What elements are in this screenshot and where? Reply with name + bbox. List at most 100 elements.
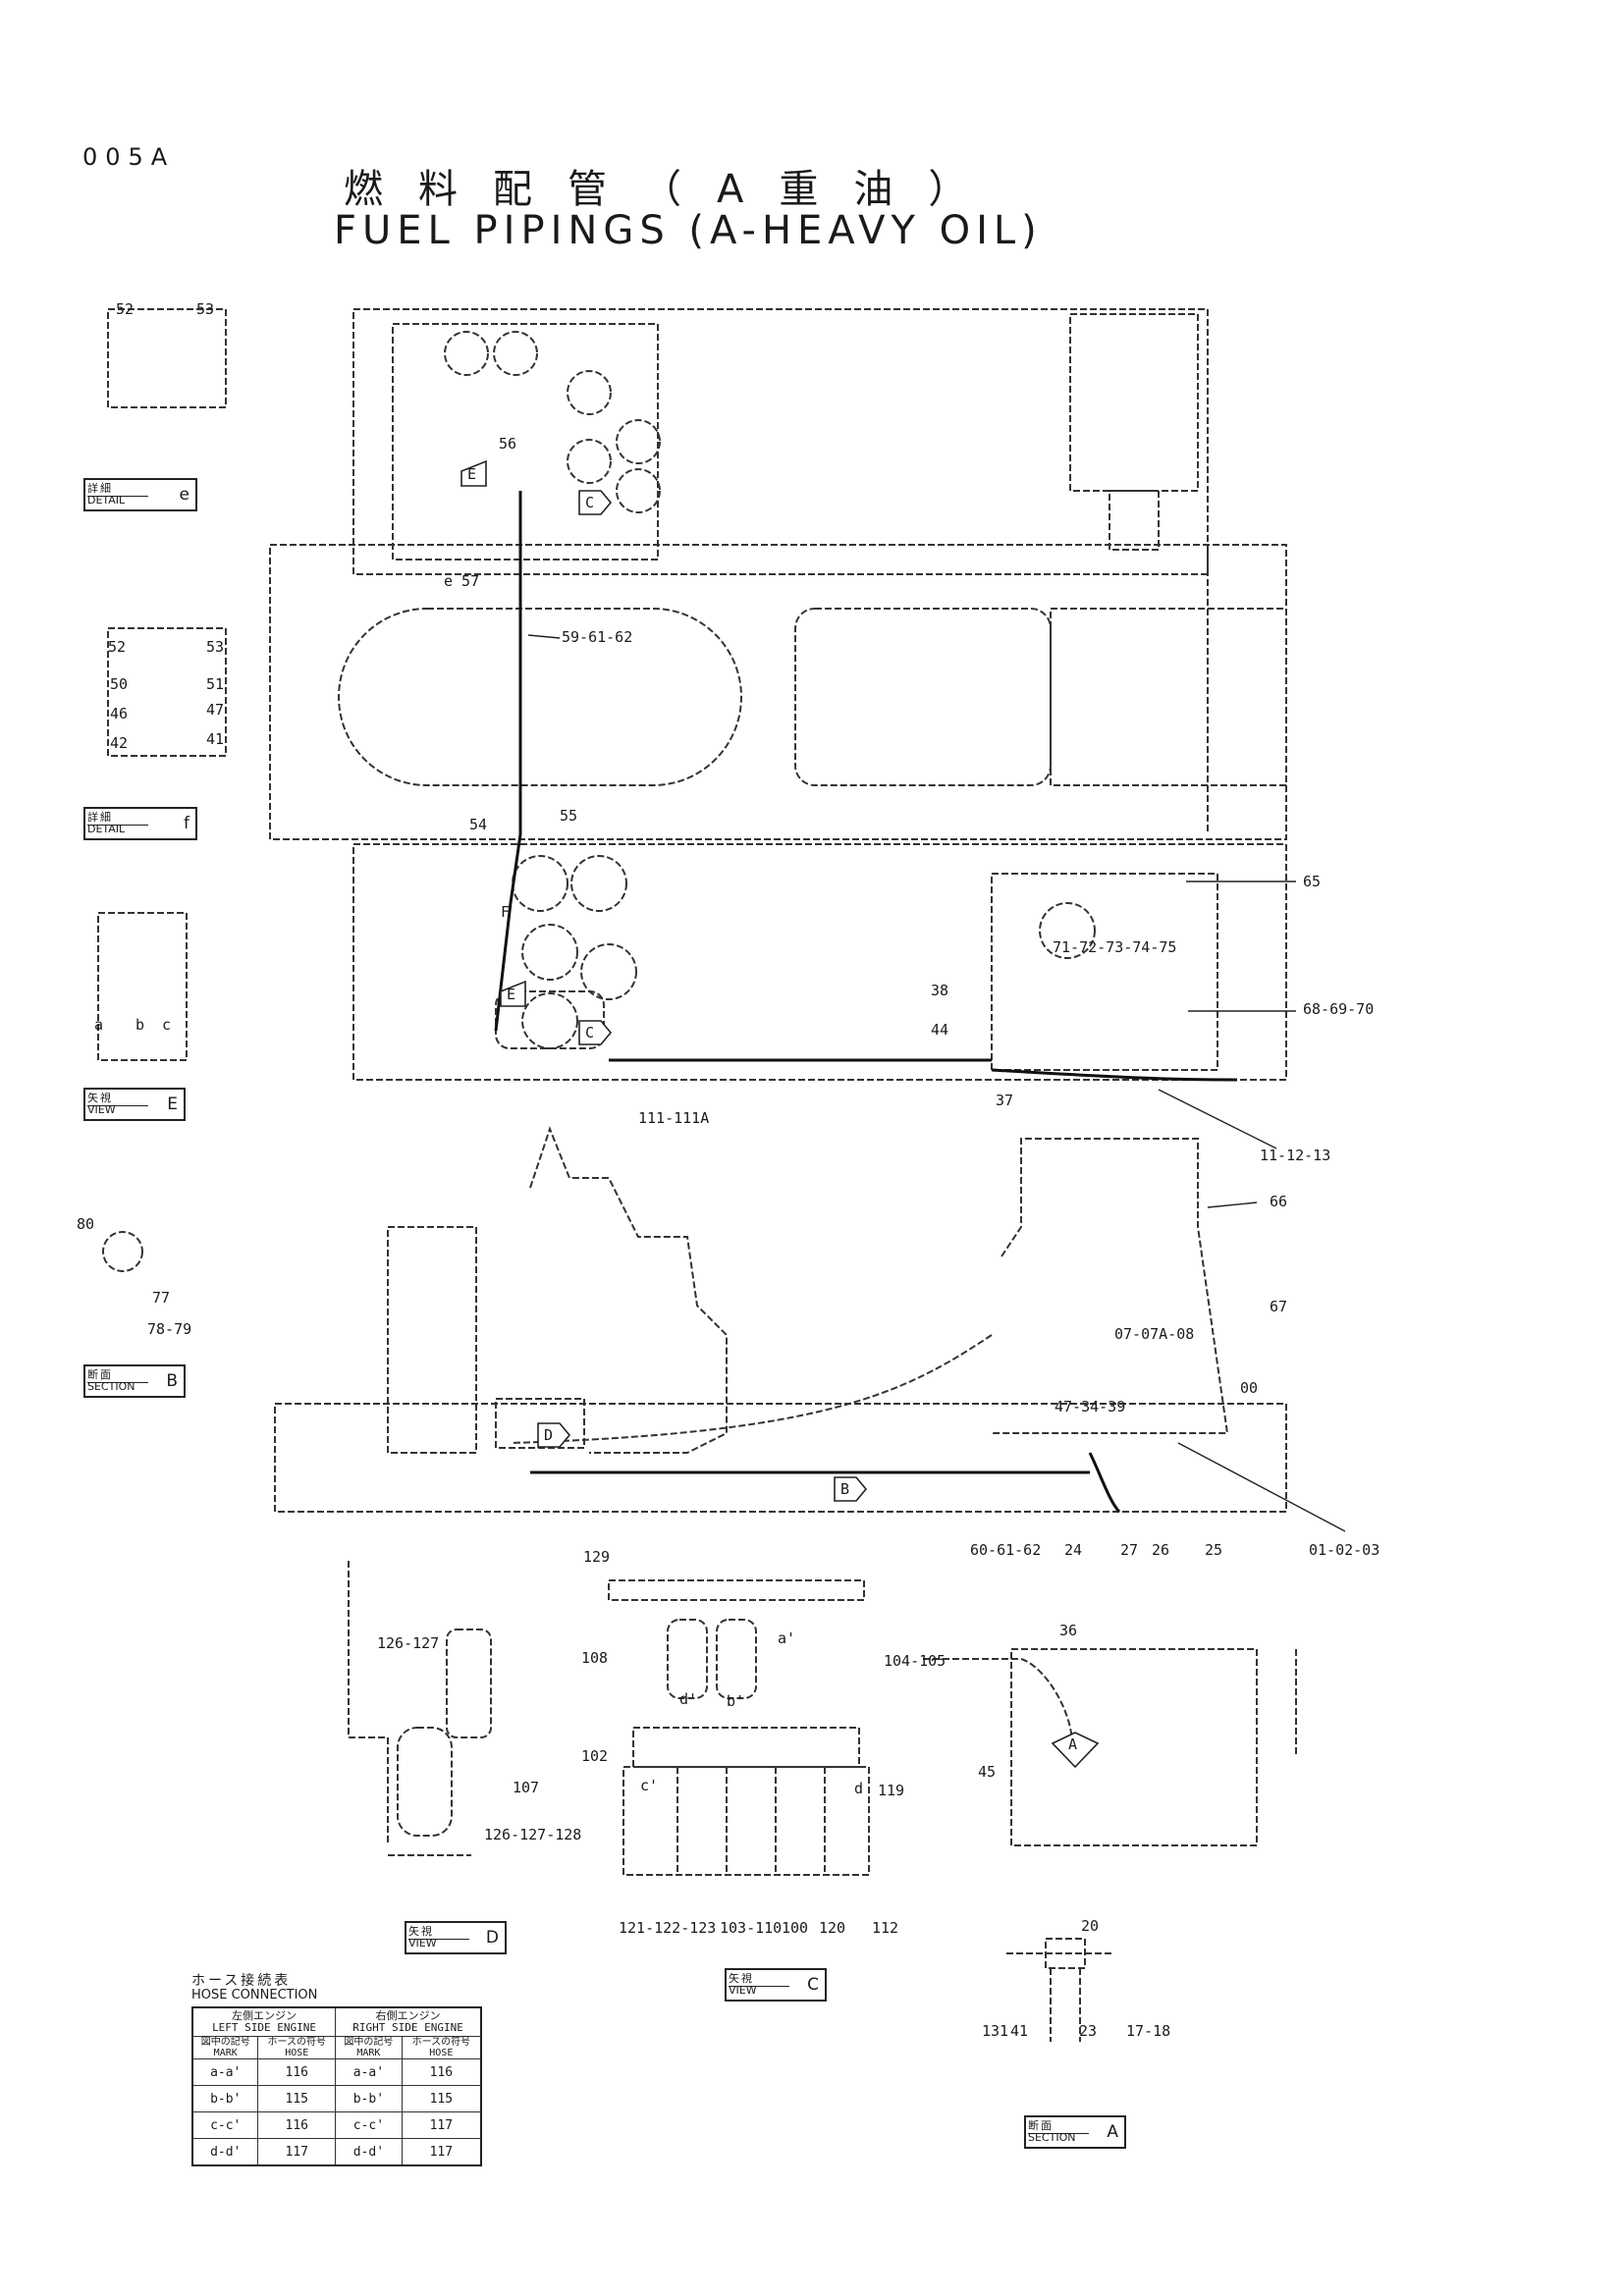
- part-47-34-39: 47-34-39: [1055, 1398, 1126, 1415]
- row-mark-left: a-a': [191, 2058, 259, 2086]
- part-51: 51: [206, 675, 225, 693]
- row-mark-right: a-a': [335, 2058, 403, 2086]
- view-d-label-jp: 矢視: [408, 1923, 469, 1940]
- part-27: 27: [1120, 1541, 1139, 1559]
- part-53-detail-f: 53: [206, 638, 225, 656]
- part-37: 37: [996, 1092, 1014, 1109]
- left-engine-jp: 左側エンジン: [232, 2009, 298, 2022]
- part-56: 56: [499, 435, 517, 453]
- part-41-section-a: 41: [1010, 2022, 1029, 2040]
- section-a-label-en: SECTION: [1028, 2131, 1076, 2144]
- detail-f-label-letter: f: [184, 814, 189, 833]
- part-47: 47: [206, 701, 225, 719]
- row-mark-left: b-b': [191, 2085, 259, 2112]
- section-b-label-en: SECTION: [87, 1380, 135, 1393]
- view-e-label-jp: 矢視: [87, 1090, 148, 1106]
- part-52-detail-e: 52: [116, 300, 135, 318]
- part-108: 108: [581, 1649, 609, 1667]
- part-112: 112: [872, 1919, 899, 1937]
- part-42: 42: [110, 734, 129, 752]
- view-d-label-letter: D: [485, 1928, 499, 1948]
- part-38: 38: [931, 982, 949, 999]
- section-b-label-letter: B: [166, 1371, 178, 1391]
- part-77: 77: [152, 1289, 171, 1307]
- letter-a-prime: a': [778, 1629, 796, 1647]
- detail-sketches: [97, 308, 227, 1272]
- part-00: 00: [1240, 1379, 1259, 1397]
- section-a-label-jp: 断面: [1028, 2117, 1089, 2134]
- letter-c-prime: c': [640, 1777, 659, 1794]
- part-26: 26: [1152, 1541, 1170, 1559]
- part-120: 120: [819, 1919, 846, 1937]
- detail-f-label: 詳細 DETAIL f: [83, 807, 197, 840]
- arrow-markers: [460, 459, 1100, 1769]
- tank-side-drawing: [923, 1648, 1297, 1846]
- letter-a-view-e: a: [94, 1016, 104, 1034]
- part-57: e 57: [444, 572, 480, 590]
- marker-e-top: E: [467, 465, 477, 483]
- row-mark-left: c-c': [191, 2111, 259, 2139]
- left-engine-en: LEFT SIDE ENGINE: [212, 2021, 317, 2034]
- row-hose-right: 116: [401, 2058, 482, 2086]
- section-b-label: 断面 SECTION B: [83, 1364, 186, 1398]
- part-126-127-128: 126-127-128: [484, 1826, 582, 1843]
- row-hose-right: 117: [401, 2111, 482, 2139]
- detail-f-label-en: DETAIL: [87, 823, 126, 835]
- part-20: 20: [1081, 1917, 1100, 1935]
- part-46: 46: [110, 705, 129, 722]
- view-c-drawing: [608, 1579, 870, 1876]
- hose-table-title-jp: ホース接続表: [191, 1973, 292, 1989]
- marker-c-top: C: [585, 494, 595, 511]
- detail-e-label: 詳細 DETAIL e: [83, 478, 197, 511]
- right-engine-jp: 右側エンジン: [375, 2009, 441, 2022]
- letter-c-view-e: c: [162, 1016, 172, 1034]
- row-hose-left: 116: [257, 2058, 337, 2086]
- view-e-label-letter: E: [167, 1095, 178, 1114]
- hose-table-title-en: HOSE CONNECTION: [191, 1988, 318, 2002]
- part-107: 107: [513, 1779, 540, 1796]
- part-71-72-73-74-75: 71-72-73-74-75: [1053, 938, 1177, 956]
- letter-b-prime: b': [727, 1692, 745, 1710]
- part-36: 36: [1059, 1622, 1078, 1639]
- view-d-label-en: VIEW: [408, 1937, 437, 1949]
- view-c-label-en: VIEW: [729, 1984, 757, 1997]
- part-102: 102: [581, 1747, 609, 1765]
- part-65: 65: [1303, 873, 1322, 890]
- part-78-79: 78-79: [147, 1320, 192, 1338]
- hose-table-left-group: 左側エンジン LEFT SIDE ENGINE: [191, 2006, 337, 2037]
- part-60-61-62: 60-61-62: [970, 1541, 1042, 1559]
- part-11-12-13: 11-12-13: [1260, 1147, 1331, 1164]
- part-53-detail-e: 53: [196, 300, 215, 318]
- side-elevation: [274, 1126, 1287, 1513]
- row-hose-left: 115: [257, 2085, 337, 2112]
- part-59-61-62: 59-61-62: [562, 628, 633, 646]
- marker-d: D: [544, 1426, 554, 1444]
- row-mark-right: b-b': [335, 2085, 403, 2112]
- hose-table: 左側エンジン LEFT SIDE ENGINE 右側エンジン RIGHT SID…: [191, 2006, 482, 2166]
- part-100: 100: [782, 1919, 809, 1937]
- part-119: 119: [878, 1782, 905, 1799]
- view-e-label: 矢視 VIEW E: [83, 1088, 186, 1121]
- row-mark-right: d-d': [335, 2138, 403, 2166]
- page-number: 005A: [82, 143, 176, 171]
- row-hose-right: 117: [401, 2138, 482, 2166]
- view-e-label-en: VIEW: [87, 1103, 116, 1116]
- letter-b-view-e: b: [135, 1016, 145, 1034]
- plan-view: [269, 308, 1287, 1081]
- table-row: d-d' 117 d-d' 117: [191, 2138, 482, 2166]
- part-121-122-123: 121-122-123: [619, 1919, 717, 1937]
- section-a-drawing: [1006, 1938, 1114, 2042]
- marker-b: B: [840, 1480, 850, 1498]
- leader-lines: [527, 634, 1346, 1532]
- table-row: b-b' 115 b-b' 115: [191, 2085, 482, 2112]
- part-129: 129: [583, 1548, 611, 1566]
- hose-table-right-group: 右側エンジン RIGHT SIDE ENGINE: [335, 2006, 482, 2037]
- part-68-69-70: 68-69-70: [1303, 1000, 1375, 1018]
- hose-connection-table: ホース接続表 HOSE CONNECTION 左側エンジン LEFT SIDE …: [191, 1973, 486, 2166]
- detail-e-label-jp: 詳細: [87, 480, 148, 497]
